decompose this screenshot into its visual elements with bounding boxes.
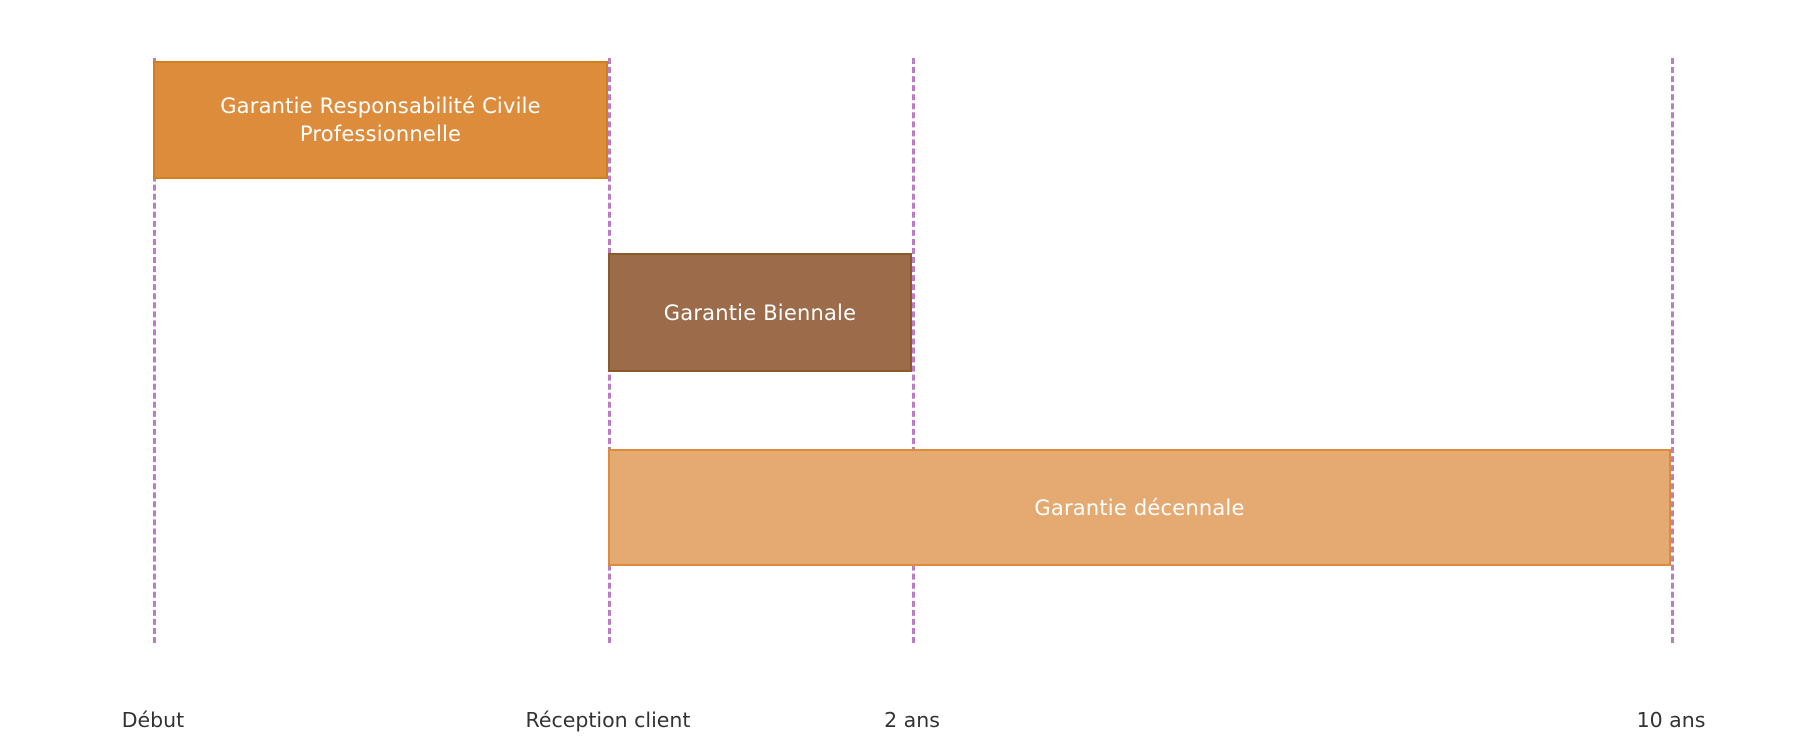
bar-label-garantie-decennale: Garantie décennale bbox=[1034, 495, 1245, 520]
tick-title-deux-ans: 2 ans bbox=[884, 708, 940, 732]
tick-label-debut: Début Lancement du chantier bbox=[3, 683, 303, 750]
tick-title-dix-ans: 10 ans bbox=[1636, 708, 1706, 732]
milestone-line-deux-ans bbox=[912, 58, 915, 643]
tick-label-reception-client: Réception client Fin du chantier bbox=[458, 683, 758, 750]
tick-title-reception-client: Réception client bbox=[525, 708, 691, 732]
bar-garantie-decennale: Garantie décennale bbox=[608, 449, 1671, 566]
bar-garantie-rc-pro: Garantie Responsabilité Civile Professio… bbox=[153, 61, 608, 179]
bar-label-garantie-rc-pro: Garantie Responsabilité Civile Professio… bbox=[220, 94, 541, 146]
milestone-line-debut bbox=[153, 58, 156, 643]
bar-label-garantie-biennale: Garantie Biennale bbox=[663, 300, 857, 325]
tick-title-debut: Début bbox=[121, 708, 185, 732]
milestone-line-dix-ans bbox=[1671, 58, 1674, 643]
tick-label-deux-ans: 2 ans Après le chantier bbox=[762, 683, 1062, 750]
bar-garantie-biennale: Garantie Biennale bbox=[608, 253, 912, 372]
tick-label-dix-ans: 10 ans Fin de couverture bbox=[1521, 683, 1800, 750]
